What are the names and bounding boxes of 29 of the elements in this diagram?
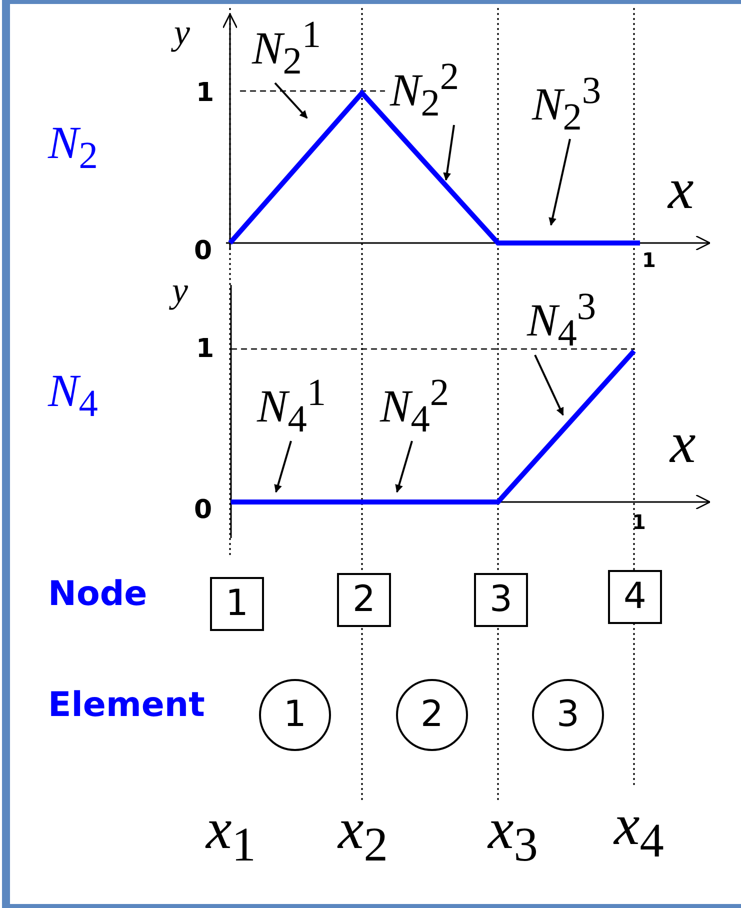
function-label: N$_{2}$ [48, 120, 98, 176]
coordinate-label: x$_{3}$ [488, 800, 538, 870]
coordinate-label: x$_{2}$ [338, 800, 388, 870]
element-number-circle: 2 [396, 679, 468, 751]
leader-arrow [548, 138, 571, 226]
leader-arrow [274, 82, 308, 119]
tick-label: 1 [642, 250, 656, 270]
tick-label: 0 [194, 238, 212, 264]
axis-label: x [670, 414, 696, 472]
tick-label: 1 [632, 512, 646, 532]
leader-arrow [534, 354, 564, 416]
node-number-box: 2 [337, 573, 391, 627]
tick-label: 0 [194, 497, 212, 523]
coordinate-label: x$_{1}$ [206, 800, 256, 870]
tick-label: 1 [196, 80, 214, 106]
function-label: N$_{4}$ [48, 368, 98, 424]
tick-label: 1 [196, 336, 214, 362]
row-label: Element [48, 688, 205, 722]
node-number-box: 3 [474, 573, 528, 627]
leader-arrow [274, 440, 292, 493]
element-number-circle: 3 [532, 679, 604, 751]
leader-arrow [395, 440, 413, 493]
node-number-box: 1 [210, 577, 264, 631]
leader-arrow [443, 124, 455, 181]
node-number-box: 4 [608, 570, 662, 624]
row-label: Node [48, 577, 148, 611]
coordinate-label: x$_{4}$ [614, 796, 664, 866]
axis-label: x [668, 160, 694, 218]
element-number-circle: 1 [259, 679, 331, 751]
